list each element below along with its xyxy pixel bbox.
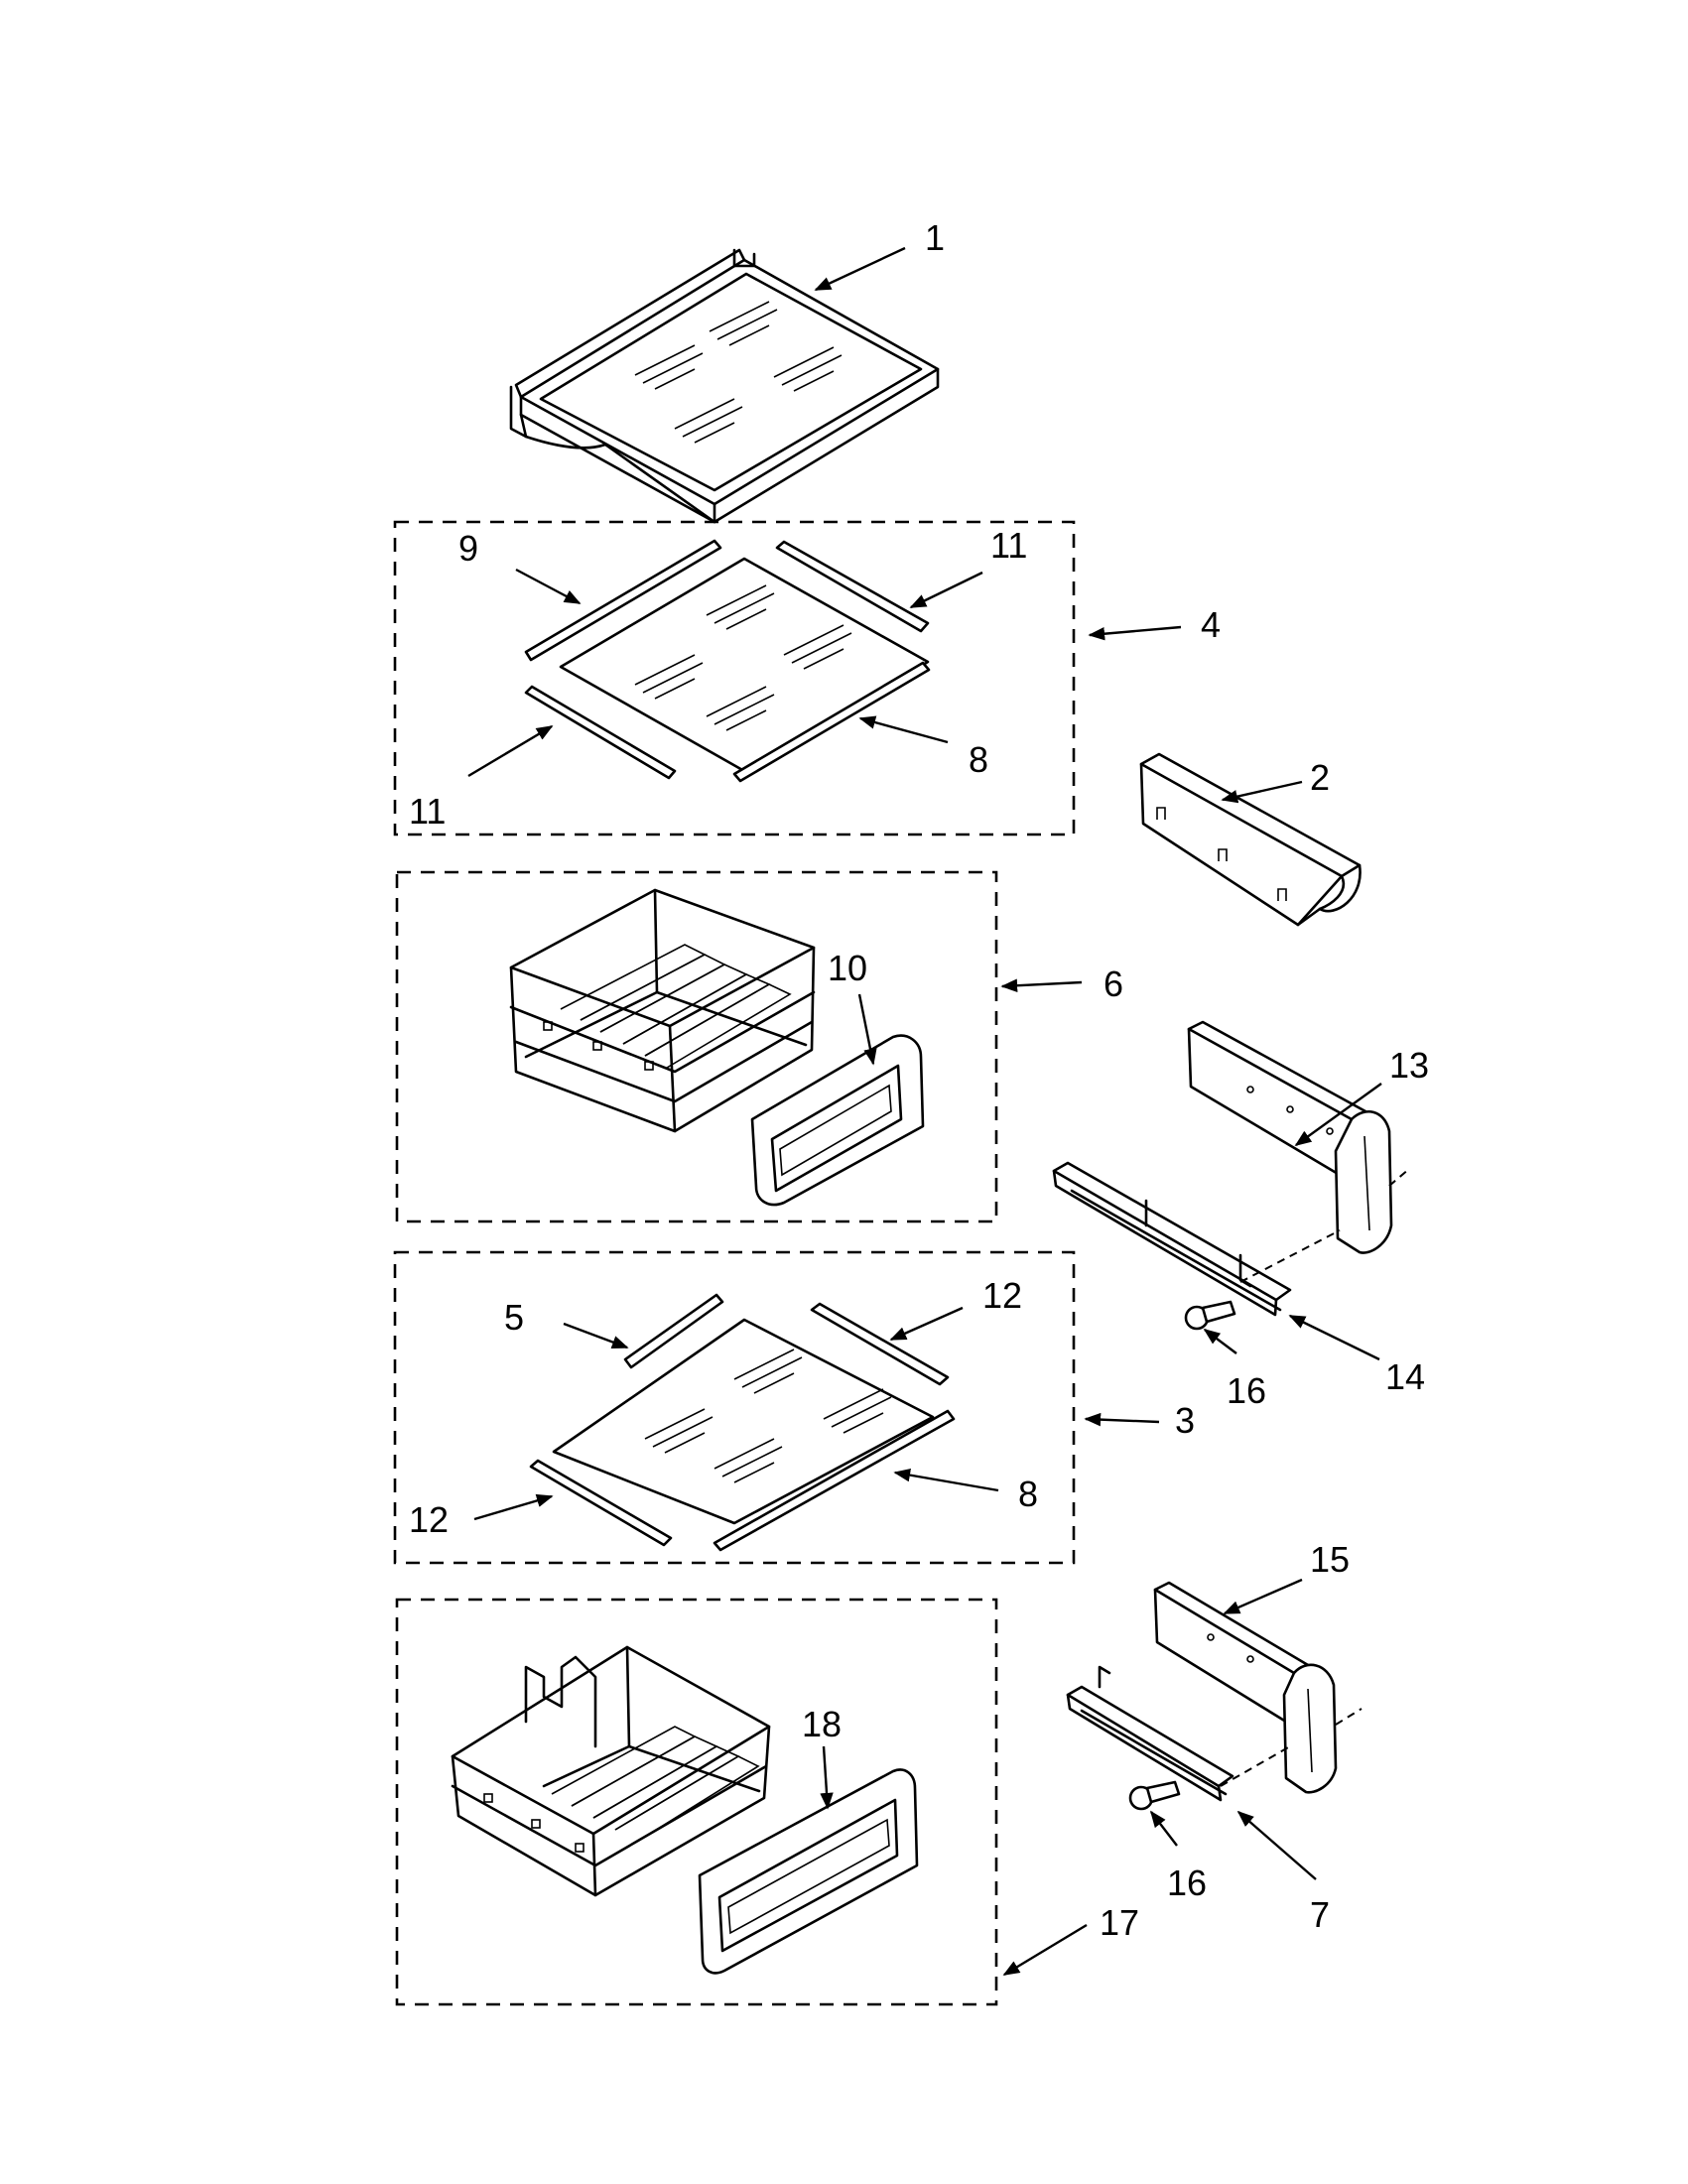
callout-5: 5 [504,1297,524,1338]
part-16-screw-upper [1184,1300,1236,1331]
part-7-drawer-slide [1066,1665,1291,1802]
part-11-trim-upper [775,540,930,633]
assembly-box-3 [393,1250,1076,1565]
part-12-trim-lower [529,1459,673,1547]
callout-16-lower: 16 [1167,1863,1207,1903]
part-2-channel [1139,752,1362,927]
callout-11-upper: 11 [990,525,1027,566]
callout-15: 15 [1310,1539,1350,1580]
part-9-trim [524,539,722,662]
callout-7: 7 [1310,1894,1330,1935]
callout-1: 1 [925,217,945,258]
callout-12-upper: 12 [982,1275,1022,1316]
part-6-crisper-bin [509,888,816,1133]
part-5-trim [623,1293,724,1369]
assembly-box-17 [395,1598,998,2006]
part-8-trim-upper [732,661,931,783]
part-16-screw-lower [1128,1780,1181,1811]
assembly-box-4 [393,520,1076,836]
callout-3: 3 [1175,1400,1195,1441]
callout-11-lower: 11 [409,791,446,832]
callout-2: 2 [1310,757,1330,798]
callout-17: 17 [1100,1902,1139,1943]
part-8-shelf-glass-upper [559,557,930,773]
callout-14: 14 [1385,1356,1425,1397]
callout-4: 4 [1201,604,1221,645]
part-17-deli-bin [451,1645,771,1897]
callout-18: 18 [802,1704,842,1744]
part-8-trim-lower [713,1409,956,1552]
part-18-deli-front [698,1768,919,1975]
part-8-shelf-glass-lower [552,1318,935,1525]
callout-labels: 1 9 11 4 8 11 2 10 6 13 5 12 14 16 3 8 1… [409,217,1429,1943]
assembly-box-6 [395,870,998,1223]
part-14-drawer-slide [1052,1161,1341,1317]
part-15-drawer-cover [1153,1581,1363,1794]
leader-lines [467,246,1382,1977]
callout-8-lower: 8 [1018,1474,1038,1514]
part-11-trim-lower [524,685,677,780]
callout-10: 10 [828,948,867,988]
callout-9: 9 [458,528,478,569]
callout-13: 13 [1389,1045,1429,1086]
part-12-trim-upper [810,1302,950,1386]
callout-12-lower: 12 [409,1499,449,1540]
part-10-crisper-front [750,1034,925,1207]
callout-8-upper: 8 [969,739,988,780]
part-1-shelf [509,248,940,524]
callout-6: 6 [1104,964,1123,1004]
callout-16-upper: 16 [1227,1370,1266,1411]
part-13-drawer-cover [1187,1020,1410,1254]
